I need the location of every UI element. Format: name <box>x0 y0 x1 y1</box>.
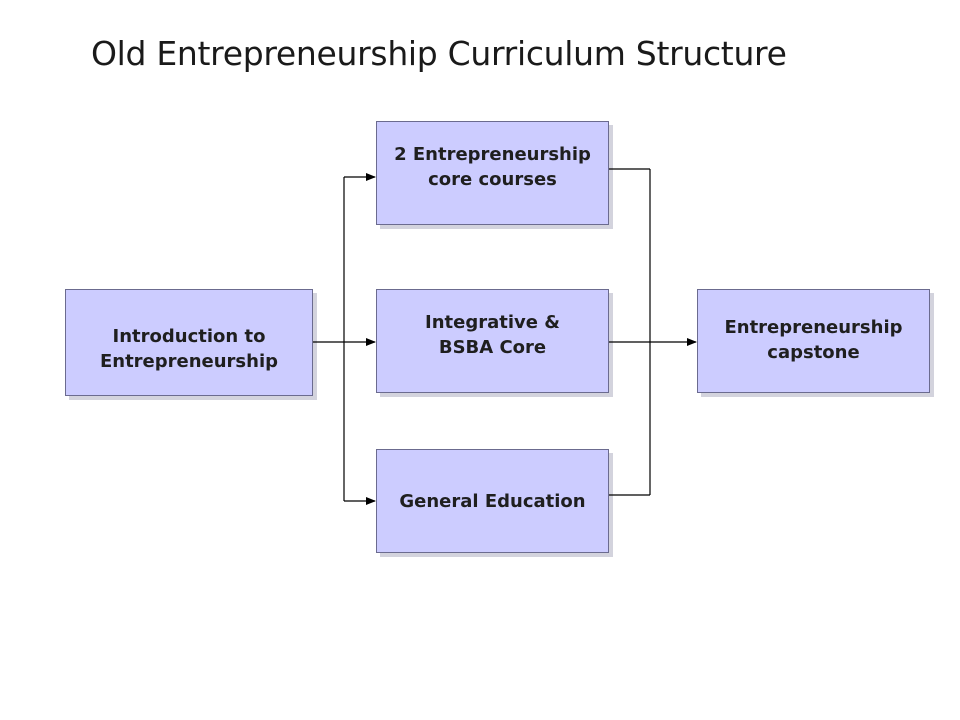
node-introduction-to-entrepreneurship: Introduction to Entrepreneurship <box>65 289 313 396</box>
node-entrepreneurship-capstone: Entrepreneurship capstone <box>697 289 930 393</box>
node-label: Introduction to Entrepreneurship <box>99 325 279 372</box>
node-integrative-bsba-core: Integrative & BSBA Core <box>376 289 609 393</box>
page-title: Old Entrepreneurship Curriculum Structur… <box>91 34 787 73</box>
node-general-education: General Education <box>376 449 609 553</box>
node-label: Entrepreneurship capstone <box>724 317 903 363</box>
node-label: Integrative & BSBA Core <box>425 312 560 358</box>
node-label: General Education <box>399 490 586 512</box>
node-label: 2 Entrepreneurship core courses <box>394 144 591 190</box>
node-entrepreneurship-core-courses: 2 Entrepreneurship core courses <box>376 121 609 225</box>
